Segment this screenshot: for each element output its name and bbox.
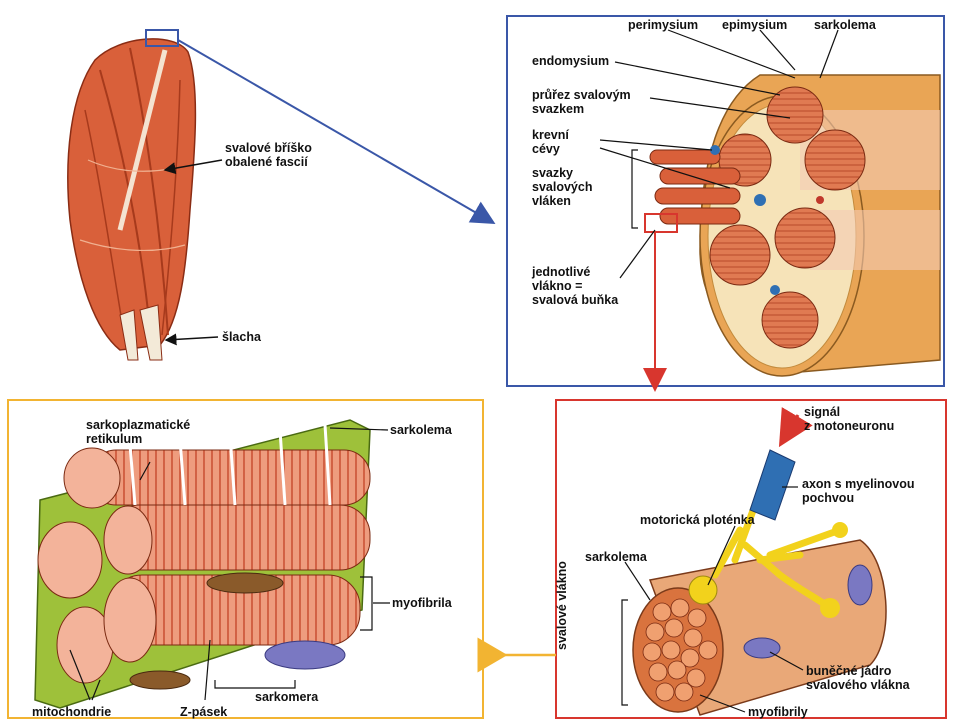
zoom-arrow-blue xyxy=(178,40,492,222)
label-sarcomere: sarkomera xyxy=(255,690,318,704)
label-axon: axon s myelinovou pochvou xyxy=(802,477,915,505)
label-epimysium: epimysium xyxy=(722,18,787,32)
label-myofibrils: myofibrily xyxy=(748,705,808,719)
label-motoneuron-signal: signál z motoneuronu xyxy=(804,405,894,433)
label-motor-endplate: motorická ploténka xyxy=(640,513,755,527)
label-nucleus: buněčné jádro svalového vlákna xyxy=(806,664,910,692)
label-mitochondria: mitochondrie xyxy=(32,705,111,719)
label-tendon: šlacha xyxy=(222,330,261,344)
label-fiber-bundles: svazky svalových vláken xyxy=(532,166,592,208)
whole-muscle-illustration xyxy=(68,39,196,360)
label-endomysium: endomysium xyxy=(532,54,609,68)
label-blood-vessels: krevní cévy xyxy=(532,128,569,156)
label-cross-section: průřez svalovým svazkem xyxy=(532,88,631,116)
label-sarkolema-bundle: sarkolema xyxy=(814,18,876,32)
label-perimysium: perimysium xyxy=(628,18,698,32)
label-single-fiber: jednotlivé vlákno = svalová buňka xyxy=(532,265,618,307)
bundle-cross-section xyxy=(650,75,940,376)
label-z-line: Z-pásek xyxy=(180,705,227,719)
label-muscle-fiber-vertical: svalové vlákno xyxy=(555,561,569,650)
label-myofibrila: myofibrila xyxy=(392,596,452,610)
label-sarkolema-fiber: sarkolema xyxy=(585,550,647,564)
label-muscle-belly: svalové bříško obalené fascií xyxy=(225,141,312,169)
myofibril-detail xyxy=(35,420,370,708)
label-sarkolema-myofibril: sarkolema xyxy=(390,423,452,437)
label-sarcoplasmic-reticulum: sarkoplazmatické retikulum xyxy=(86,418,190,446)
